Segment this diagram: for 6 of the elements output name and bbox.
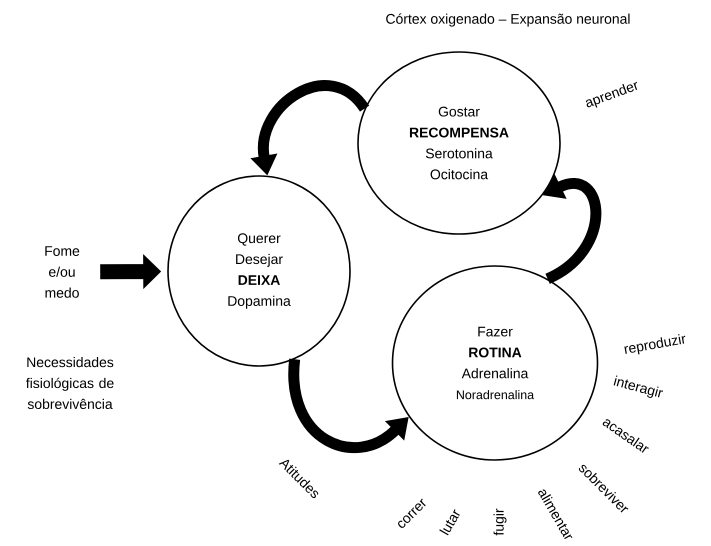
label-text: fugir [494,508,506,536]
heading: Córtex oxigenado – Expansão neuronal [386,13,630,27]
cause-text: Fome e/ou medo [45,246,80,298]
label-text: Necessidades fisiológicas de sobrevivência [26,356,114,410]
label-text: interagir [614,375,664,398]
label-text: reproduzir [624,334,686,355]
